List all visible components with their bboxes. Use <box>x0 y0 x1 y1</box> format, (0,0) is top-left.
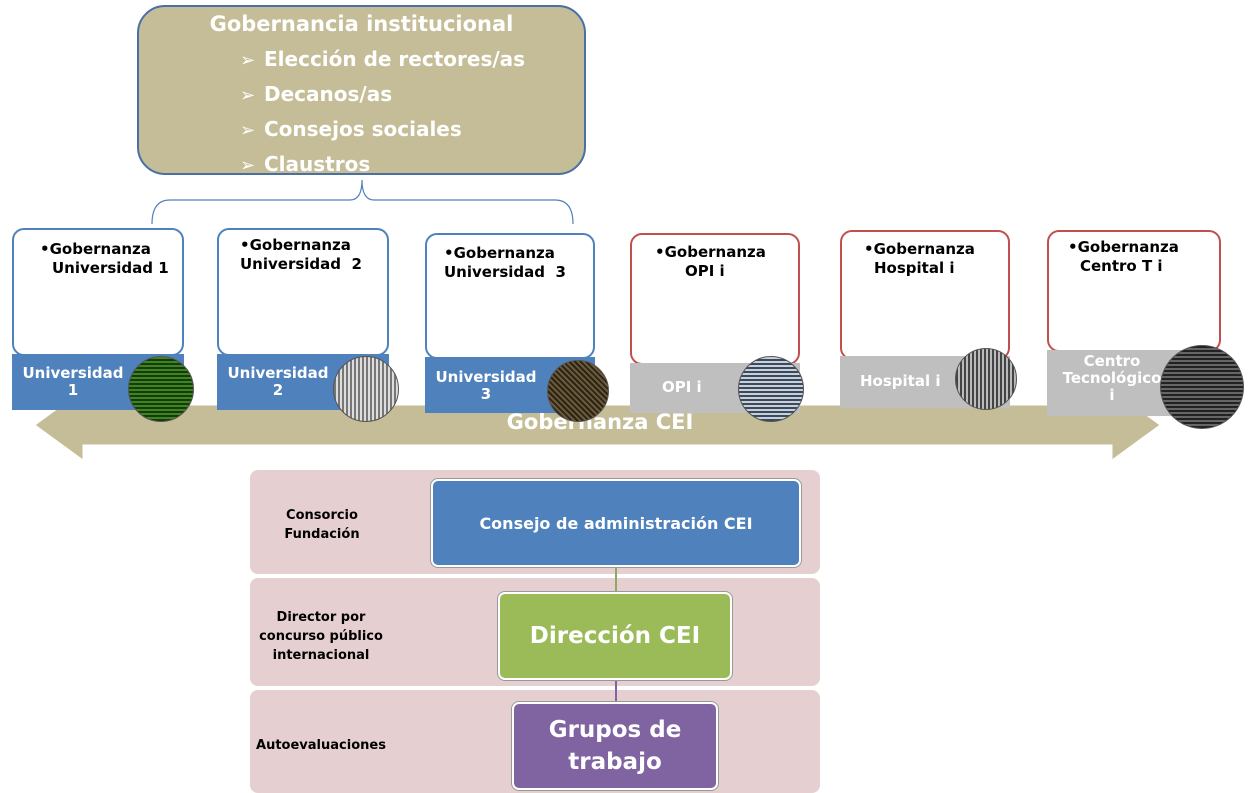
texture-circle-icon <box>955 348 1017 410</box>
institutional-item: ➢Claustros <box>240 152 371 176</box>
texture-circle-icon <box>1160 345 1244 429</box>
institutional-item: ➢Elección de rectores/as <box>240 47 526 71</box>
grouping-brace <box>151 179 574 225</box>
cei-governance-label: Gobernanza CEI <box>506 410 694 434</box>
node-direccion-cei: Dirección CEI <box>498 592 732 680</box>
connector-line <box>615 567 617 592</box>
institutional-item: ➢Decanos/as <box>240 82 393 106</box>
card-bar-label: OPI i <box>662 378 702 396</box>
arrow-bullet-icon: ➢ <box>240 85 256 106</box>
governance-card-university-2 <box>217 228 389 356</box>
institutional-item: ➢Consejos sociales <box>240 117 462 141</box>
governance-card-university-3 <box>425 233 595 359</box>
card-bar-label: Hospital i <box>860 372 941 390</box>
panel-label-grupos: Autoevaluaciones <box>256 738 386 753</box>
texture-circle-icon <box>547 360 609 422</box>
governance-card-centro <box>1047 230 1221 352</box>
connector-line <box>615 680 617 702</box>
texture-circle-icon <box>738 356 804 422</box>
node-consejo-administracion: Consejo de administración CEI <box>431 479 801 567</box>
arrow-bullet-icon: ➢ <box>240 155 256 176</box>
texture-circle-icon <box>128 356 194 422</box>
institutional-governance-title: Gobernancia institucional <box>209 12 514 36</box>
texture-circle-icon <box>333 356 399 422</box>
institutional-governance-box <box>137 5 586 175</box>
arrow-bullet-icon: ➢ <box>240 120 256 141</box>
governance-card-university-1 <box>12 228 184 356</box>
governance-card-hospital <box>840 230 1010 360</box>
governance-card-opi <box>630 233 800 365</box>
arrow-bullet-icon: ➢ <box>240 50 256 71</box>
